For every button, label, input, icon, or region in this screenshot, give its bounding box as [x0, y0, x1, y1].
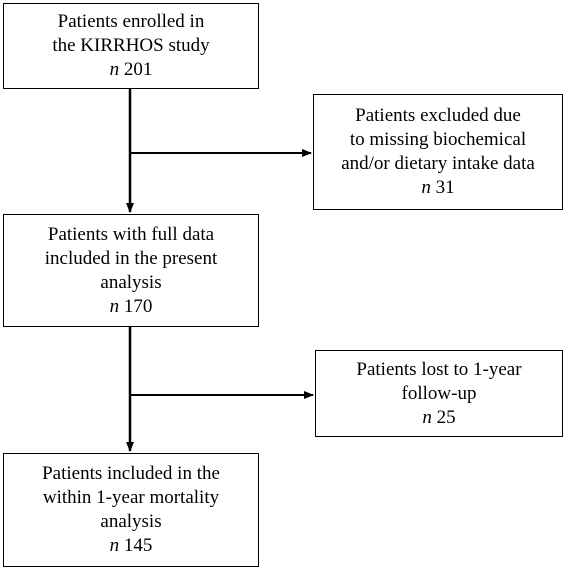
- n-value: 31: [435, 177, 455, 198]
- n-label: n: [109, 295, 120, 317]
- box-full-data-line-2: included in the present: [44, 247, 218, 269]
- n-value: 25: [436, 406, 456, 428]
- box-full-data: Patients with full data included in the …: [3, 214, 259, 327]
- box-excluded-line-2: to missing biochemical: [349, 129, 527, 150]
- n-value: 145: [123, 535, 153, 556]
- box-enrolled-line-1: Patients enrolled in: [57, 11, 205, 32]
- box-mortality-line-1: Patients included in the: [42, 463, 220, 484]
- n-label: n: [109, 535, 120, 556]
- box-lost-follow-up: Patients lost to 1-year follow-up n 25: [315, 350, 563, 437]
- box-enrolled: Patients enrolled in the KIRRHOS study n…: [3, 3, 259, 89]
- box-excluded-count: n 31: [421, 176, 454, 200]
- n-label: n: [109, 59, 120, 80]
- box-mortality-count: n 145: [110, 534, 153, 558]
- box-enrolled-line-2: the KIRRHOS study: [52, 35, 210, 56]
- box-excluded: Patients excluded due to missing biochem…: [313, 94, 563, 210]
- box-lost-count: n 25: [422, 406, 455, 430]
- n-label: n: [421, 177, 431, 198]
- box-full-data-line-3: analysis: [100, 271, 162, 293]
- box-enrolled-count: n 201: [110, 58, 153, 82]
- box-full-data-count: n 170: [110, 295, 153, 319]
- box-mortality-analysis: Patients included in the within 1-year m…: [3, 453, 259, 567]
- n-label: n: [422, 406, 432, 428]
- box-lost-line-1: Patients lost to 1-year: [356, 358, 522, 380]
- box-excluded-line-1: Patients excluded due: [355, 105, 521, 126]
- box-full-data-line-1: Patients with full data: [47, 223, 215, 245]
- n-value: 170: [123, 295, 153, 317]
- box-lost-line-2: follow-up: [401, 382, 477, 404]
- n-value: 201: [123, 59, 153, 80]
- box-excluded-line-3: and/or dietary intake data: [341, 153, 535, 174]
- box-mortality-line-3: analysis: [100, 511, 162, 532]
- box-mortality-line-2: within 1-year mortality: [42, 487, 220, 508]
